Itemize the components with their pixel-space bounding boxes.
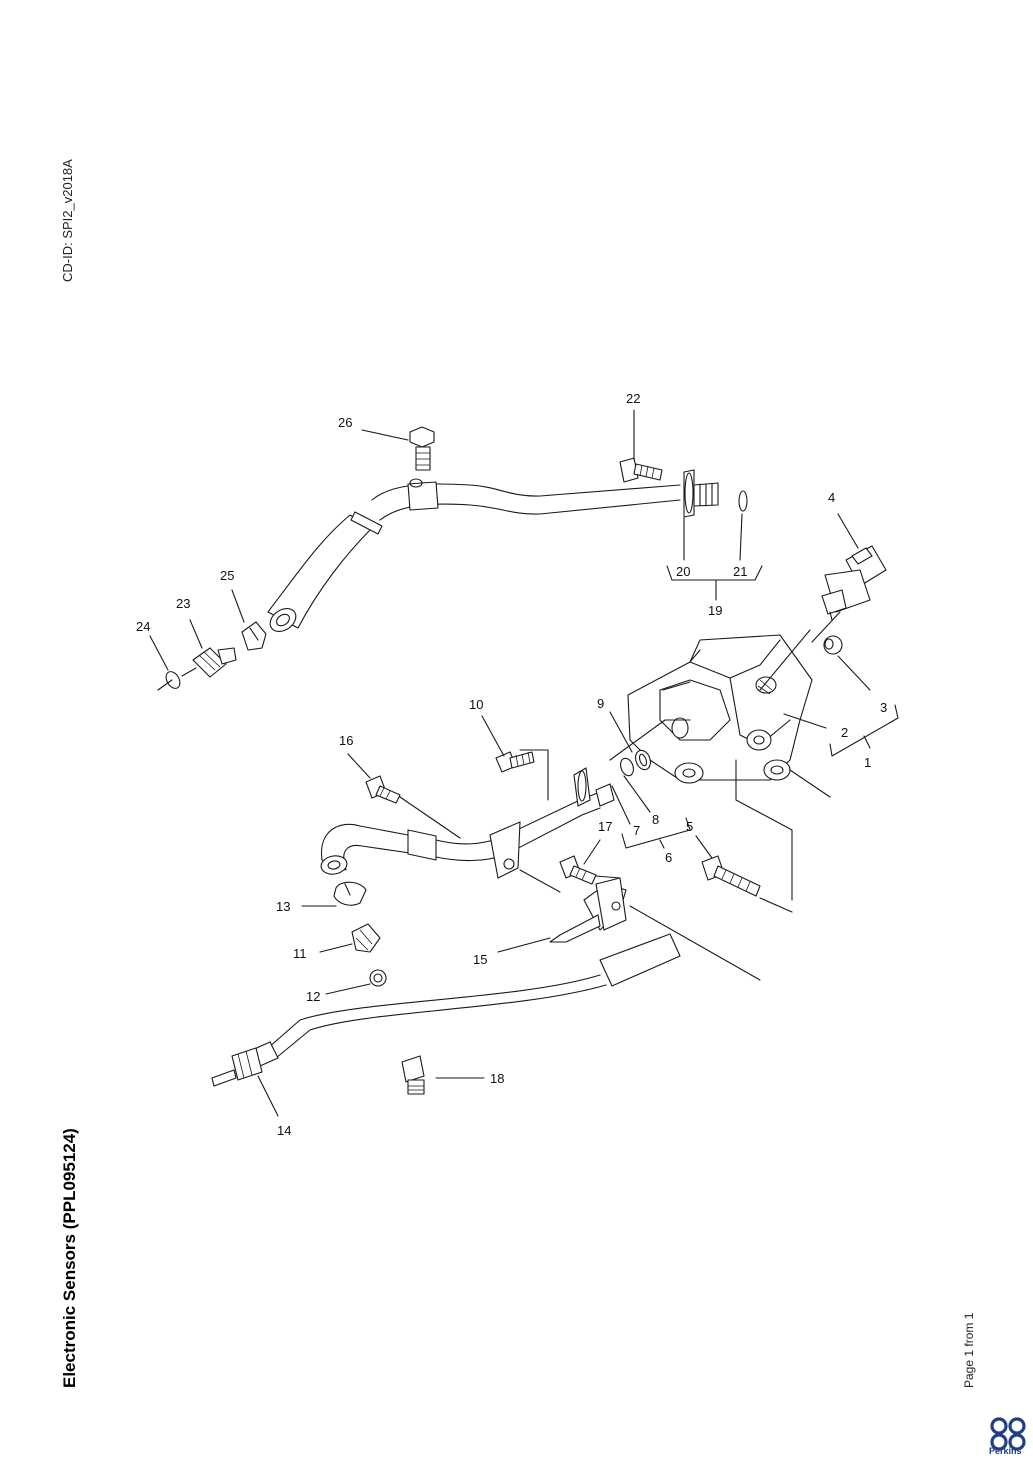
callout-11: 11 (293, 946, 307, 961)
callout-13: 13 (276, 899, 290, 914)
callout-21: 21 (733, 564, 747, 579)
callout-2: 2 (841, 725, 848, 740)
callout-12: 12 (306, 989, 320, 1004)
callout-26: 26 (338, 415, 352, 430)
sensor-housing-block-2 (627, 634, 813, 784)
callout-4: 4 (828, 490, 835, 505)
perkins-logo-icon (990, 1417, 1026, 1451)
callout-22: 22 (626, 391, 640, 406)
callout-3: 3 (880, 700, 887, 715)
callout-5: 5 (686, 819, 693, 834)
lower-sensor-assembly (211, 877, 681, 1095)
callout-7: 7 (633, 823, 640, 838)
callout-9: 9 (597, 696, 604, 711)
callout-17: 17 (598, 819, 612, 834)
assembly-lines (157, 611, 841, 981)
callout-25: 25 (220, 568, 234, 583)
middle-pipe-assembly (320, 749, 651, 906)
leader-lines (149, 409, 871, 1117)
washer-3 (823, 635, 843, 655)
pressure-sensor-4 (821, 545, 887, 621)
brand-name: Perkins (989, 1446, 1022, 1456)
callout-16: 16 (339, 733, 353, 748)
group-brackets (621, 565, 899, 849)
callout-10: 10 (469, 697, 483, 712)
callout-6: 6 (665, 850, 672, 865)
callout-14: 14 (277, 1123, 291, 1138)
bolt-5 (701, 855, 761, 897)
callout-18: 18 (490, 1071, 504, 1086)
callout-24: 24 (136, 619, 150, 634)
callout-numbers: 1 2 3 4 5 6 7 8 9 10 11 12 13 14 15 16 1… (136, 391, 887, 1138)
callout-23: 23 (176, 596, 190, 611)
callout-15: 15 (473, 952, 487, 967)
callout-20: 20 (676, 564, 690, 579)
callout-8: 8 (652, 812, 659, 827)
callout-1: 1 (864, 755, 871, 770)
upper-pipe-assembly (165, 426, 748, 689)
callout-19: 19 (708, 603, 722, 618)
